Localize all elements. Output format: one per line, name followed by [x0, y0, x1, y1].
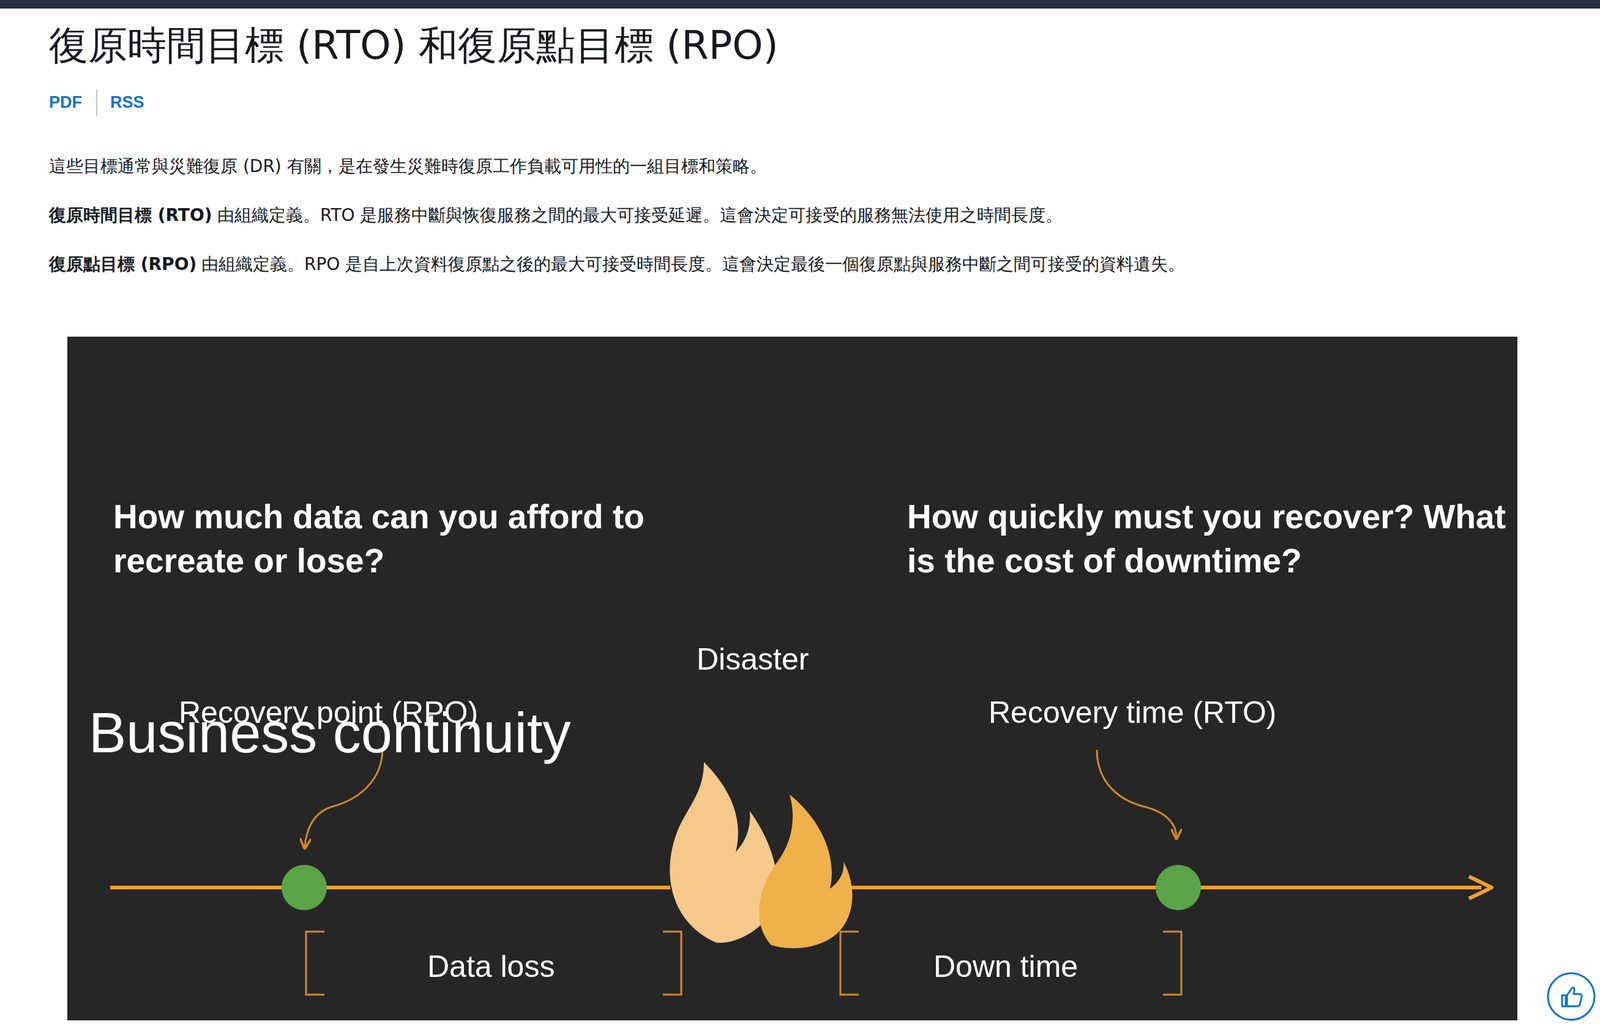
continuity-illustration [67, 336, 1518, 1021]
event-label: Disaster [696, 640, 809, 679]
definition: 由組織定義。RTO 是服務中斷與恢復服務之間的最大可接受延遲。這會決定可接受的服… [217, 204, 1063, 226]
timeline [110, 885, 671, 890]
callout-label: Recovery point (RPO) [178, 693, 479, 733]
link-divider [96, 89, 98, 117]
flame [758, 794, 853, 949]
question: How quickly must you recover? What is th… [907, 494, 1511, 583]
bracket [1162, 931, 1182, 995]
term: 復原時間目標 (RTO) [48, 204, 213, 226]
callout-label: Recovery time (RTO) [988, 693, 1277, 733]
doc-link: PDF [48, 91, 83, 113]
page-title: 復原時間目標 (RTO) 和復原點目標 (RPO) [48, 20, 779, 70]
definition: 由組織定義。RPO 是自上次資料復原點之後的最大可接受時間長度。這會決定最後一個… [201, 253, 1186, 275]
span-label: Down time [933, 947, 1078, 987]
span-label: Data loss [427, 947, 555, 987]
leader-arrow [1096, 749, 1177, 838]
thumbs-up-icon [1545, 970, 1597, 1023]
timeline-arrowhead [1469, 876, 1492, 899]
intro-paragraph: 這些目標通常與災難復原 (DR) 有關，是在發生災難時復原工作負載可用性的一組目… [48, 155, 767, 177]
recovery-point-dot [281, 864, 327, 911]
question: How much data can you afford to recreate… [113, 494, 756, 583]
bracket [662, 931, 682, 995]
doc-link: RSS [110, 91, 145, 113]
recovery-time-dot [1155, 864, 1201, 911]
term: 復原點目標 (RPO) [48, 253, 197, 275]
diagram-panel: Business continuityHow much data can you… [67, 336, 1518, 1021]
top-bar [0, 0, 1600, 9]
bracket [840, 931, 859, 995]
bracket [306, 931, 325, 995]
